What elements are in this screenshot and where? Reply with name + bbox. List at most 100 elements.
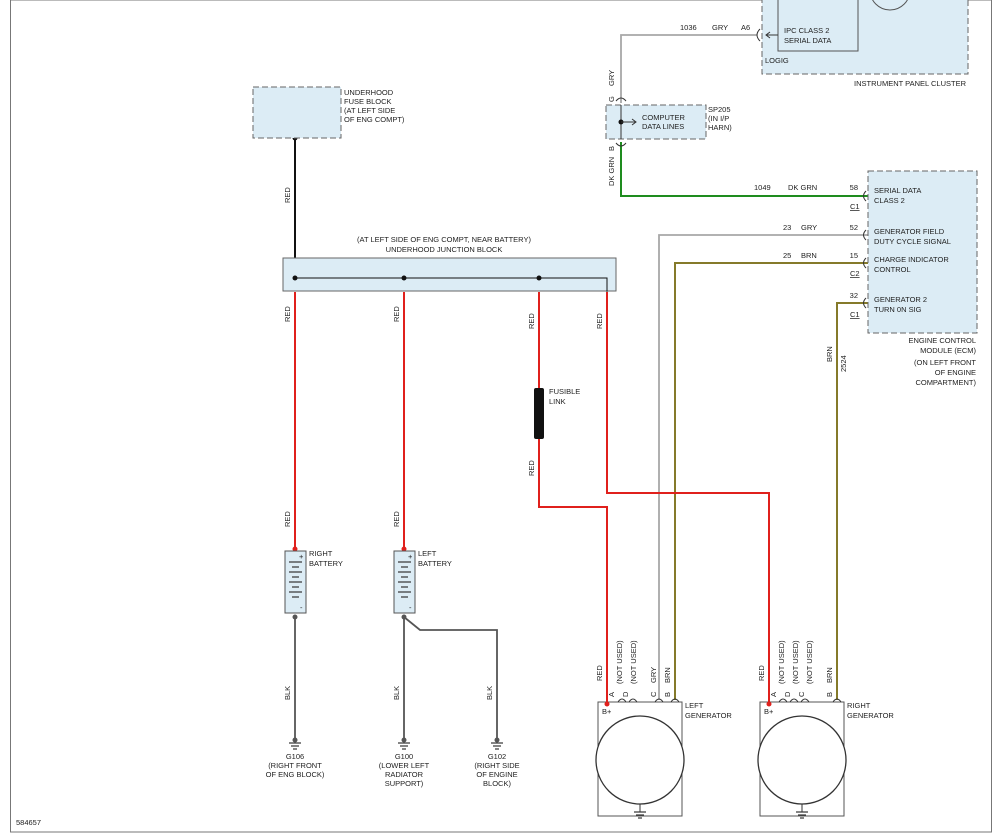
ecm-pin52-circuit: 23 bbox=[783, 223, 791, 232]
ipc-gauge-arc bbox=[872, 0, 908, 11]
blk-label-g106: BLK bbox=[283, 686, 292, 700]
red-label-4: RED bbox=[595, 313, 604, 329]
junction-label-1: (AT LEFT SIDE OF ENG COMPT, NEAR BATTERY… bbox=[357, 235, 531, 244]
red-label-6: RED bbox=[283, 511, 292, 527]
left-gen-bplus-dot bbox=[604, 701, 610, 707]
ecm-label-2: MODULE (ECM) bbox=[920, 346, 976, 355]
left-gen-notused-2: (NOT USED) bbox=[629, 640, 638, 684]
ecm-pin52-name1: GENERATOR FIELD bbox=[874, 227, 945, 236]
right-generator: B+ A D C B (NOT USED) (NOT USED) (NOT US… bbox=[757, 640, 894, 819]
fuse-block-line4: OF ENG COMPT) bbox=[344, 115, 405, 124]
fuse-block-box bbox=[252, 86, 342, 139]
right-gen-ground-icon bbox=[796, 811, 808, 819]
left-battery-minus: - bbox=[409, 603, 412, 612]
ecm-pin15-conn: C2 bbox=[850, 269, 860, 278]
ipc-circuit: 1036 bbox=[680, 23, 697, 32]
ipc-label: INSTRUMENT PANEL CLUSTER bbox=[854, 79, 967, 88]
fusible-link-line2: LINK bbox=[549, 397, 566, 406]
junction-bus-line bbox=[295, 277, 608, 291]
left-battery: + - LEFT BATTERY bbox=[393, 546, 452, 620]
ecm-label-1: ENGINE CONTROL bbox=[908, 336, 976, 345]
blk-label-g100: BLK bbox=[392, 686, 401, 700]
right-gen-pins bbox=[778, 698, 842, 703]
g106-dot bbox=[292, 737, 298, 743]
right-gen-term-d: D bbox=[783, 691, 792, 697]
ipc-arrow bbox=[765, 31, 778, 39]
ecm-pin52-name2: DUTY CYCLE SIGNAL bbox=[874, 237, 951, 246]
ground-g102: G102 (RIGHT SIDE OF ENGINE BLOCK) bbox=[474, 737, 520, 788]
right-battery-label-2: BATTERY bbox=[309, 559, 343, 568]
wire-1049-dkgrn bbox=[620, 142, 868, 197]
wire-23-gry bbox=[658, 234, 868, 700]
ecm-pin15-color: BRN bbox=[801, 251, 817, 260]
red-label-2: RED bbox=[392, 306, 401, 322]
junction-box bbox=[282, 257, 617, 292]
g102-dot bbox=[494, 737, 500, 743]
red-label-5: RED bbox=[527, 460, 536, 476]
ipc-module: IPC CLASS 2 SERIAL DATA LOGIG INSTRUMENT… bbox=[680, 0, 969, 88]
splice-pin-g: G bbox=[607, 96, 616, 102]
ecm-pin15-num: 15 bbox=[850, 251, 858, 260]
wire-2524-brn bbox=[836, 302, 868, 700]
ecm-pin58-num: 58 bbox=[850, 183, 858, 192]
splice-sp205: COMPUTER DATA LINES SP205 (IN I/P HARN) … bbox=[605, 70, 732, 186]
ipc-connector-mark bbox=[756, 28, 761, 42]
red-label-7: RED bbox=[392, 511, 401, 527]
right-gen-brn: BRN bbox=[825, 667, 834, 683]
left-gen-bplus: B+ bbox=[602, 707, 612, 716]
left-battery-top-dot bbox=[401, 546, 407, 552]
left-gen-label-1: LEFT bbox=[685, 701, 704, 710]
left-battery-bottom-dot bbox=[401, 614, 407, 620]
g106-line2: OF ENG BLOCK) bbox=[266, 770, 325, 779]
right-battery-bottom-dot bbox=[292, 614, 298, 620]
ecm-module: 58 1049 DK GRN SERIAL DATA CLASS 2 C1 52… bbox=[754, 170, 978, 387]
ecm-pin52-mark bbox=[863, 229, 867, 241]
right-gen-notused-2: (NOT USED) bbox=[791, 640, 800, 684]
left-gen-term-c: C bbox=[649, 691, 658, 697]
left-gen-brn: BRN bbox=[663, 667, 672, 683]
junction-dot-a bbox=[292, 275, 298, 281]
ecm-pin58-circuit: 1049 bbox=[754, 183, 771, 192]
ecm-pin15-mark bbox=[863, 257, 867, 269]
ground-g106: G106 (RIGHT FRONT OF ENG BLOCK) bbox=[266, 737, 325, 779]
wire-1036-gry bbox=[620, 34, 757, 103]
fusible-link: FUSIBLE LINK bbox=[534, 387, 580, 439]
ecm-loc-1: (ON LEFT FRONT bbox=[914, 358, 976, 367]
splice-loc-1: (IN I/P bbox=[708, 114, 729, 123]
g102-line2: OF ENGINE bbox=[476, 770, 517, 779]
splice-bottom-connector bbox=[615, 142, 627, 147]
right-gen-body bbox=[757, 715, 847, 805]
left-gen-body bbox=[595, 715, 685, 805]
ecm-pin58-color: DK GRN bbox=[788, 183, 817, 192]
ipc-box bbox=[761, 0, 969, 75]
wire-right-gen-red bbox=[606, 292, 770, 704]
ecm-box bbox=[867, 170, 978, 334]
wire-g102-blk bbox=[403, 616, 498, 740]
blk-wire-labels: BLK BLK BLK bbox=[283, 686, 494, 700]
ecm-pin58-name1: SERIAL DATA bbox=[874, 186, 921, 195]
ecm-pin15-name1: CHARGE INDICATOR bbox=[874, 255, 949, 264]
red-wire-labels: RED RED RED RED RED RED RED bbox=[283, 306, 604, 527]
left-gen-ground-icon bbox=[634, 811, 646, 819]
splice-pin-b: B bbox=[607, 146, 616, 151]
g102-ground-icon bbox=[491, 742, 503, 750]
right-gen-label-1: RIGHT bbox=[847, 701, 871, 710]
g106-line1: (RIGHT FRONT bbox=[268, 761, 322, 770]
left-generator: B+ A D C B (NOT USED) (NOT USED) RED GRY… bbox=[595, 640, 732, 819]
left-battery-cells bbox=[398, 561, 411, 598]
right-battery: + - RIGHT BATTERY bbox=[284, 546, 343, 620]
figure-id: 584657 bbox=[16, 818, 41, 827]
ecm-pin32-name1: GENERATOR 2 bbox=[874, 295, 927, 304]
junction-label-2: UNDERHOOD JUNCTION BLOCK bbox=[386, 245, 503, 254]
wire-25-brn bbox=[674, 262, 868, 700]
g102-line3: BLOCK) bbox=[483, 779, 511, 788]
ecm-pin58-conn: C1 bbox=[850, 202, 860, 211]
right-gen-term-b: B bbox=[825, 692, 834, 697]
fuse-block-line2: FUSE BLOCK bbox=[344, 97, 392, 106]
red-label-3: RED bbox=[527, 313, 536, 329]
fuse-block-line3: (AT LEFT SIDE bbox=[344, 106, 395, 115]
splice-loc-2: HARN) bbox=[708, 123, 732, 132]
ecm-loc-3: COMPARTMENT) bbox=[915, 378, 976, 387]
wire-fusible-bottom bbox=[538, 439, 608, 704]
